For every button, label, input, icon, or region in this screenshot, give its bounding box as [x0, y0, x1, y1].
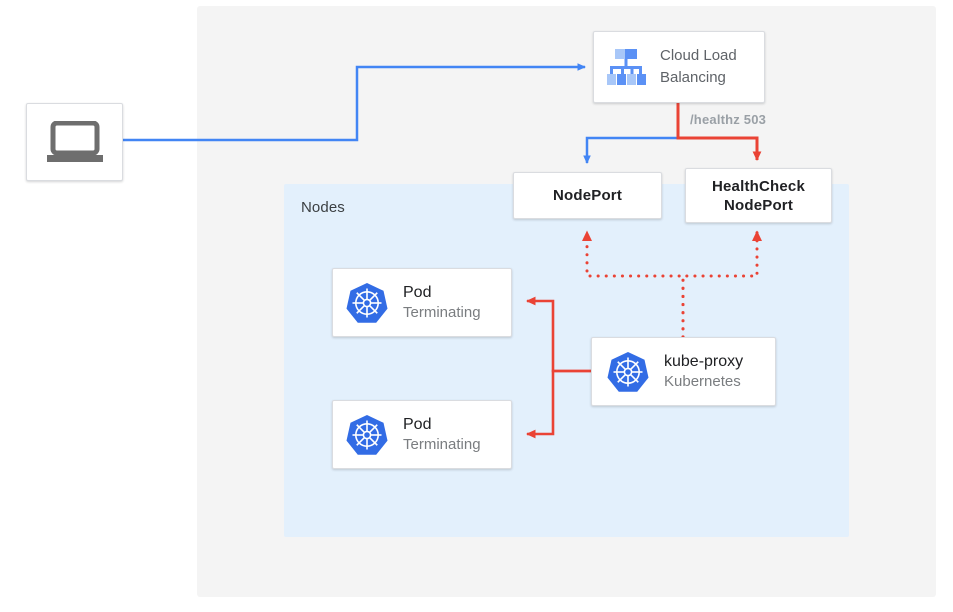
healthcheck-nodeport-line2: NodePort	[723, 196, 794, 214]
nodeport-node[interactable]: NodePort	[513, 172, 662, 219]
kubernetes-icon	[607, 351, 649, 392]
pod-node-2-title: Pod	[403, 415, 432, 433]
nodes-region-label: Nodes	[301, 199, 345, 216]
cloud-load-balancing-line2: Balancing	[660, 69, 726, 86]
cloud-load-balancing-label: Cloud Load Balancing	[660, 45, 737, 89]
healthcheck-nodeport-node[interactable]: HealthCheck NodePort	[685, 168, 832, 223]
pod-node-2-text: Pod Terminating	[403, 415, 481, 455]
pod-node-1-subtitle: Terminating	[403, 303, 481, 321]
cloud-load-balancing-line1: Cloud Load	[660, 47, 737, 64]
kubernetes-icon	[346, 282, 388, 323]
kube-proxy-node[interactable]: kube-proxy Kubernetes	[591, 337, 776, 406]
kube-proxy-title: kube-proxy	[664, 352, 744, 370]
kubernetes-icon	[346, 414, 388, 455]
healthz-status-label: /healthz 503	[690, 112, 767, 127]
pod-node-1-title: Pod	[403, 283, 432, 301]
pod-node-1[interactable]: Pod Terminating	[332, 268, 512, 337]
cloud-load-balancing-node[interactable]: Cloud Load Balancing	[593, 31, 765, 103]
pod-node-2-subtitle: Terminating	[403, 435, 481, 453]
kube-proxy-subtitle: Kubernetes	[664, 372, 741, 390]
healthcheck-nodeport-line1: HealthCheck	[711, 177, 806, 195]
pod-node-1-text: Pod Terminating	[403, 283, 481, 323]
laptop-icon	[46, 121, 103, 162]
healthcheck-nodeport-label: HealthCheck NodePort	[712, 177, 805, 215]
client-node[interactable]	[26, 103, 123, 181]
pod-node-2[interactable]: Pod Terminating	[332, 400, 512, 469]
kube-proxy-text: kube-proxy Kubernetes	[664, 352, 743, 392]
load-balancer-icon	[607, 49, 646, 85]
nodeport-label: NodePort	[552, 187, 623, 204]
